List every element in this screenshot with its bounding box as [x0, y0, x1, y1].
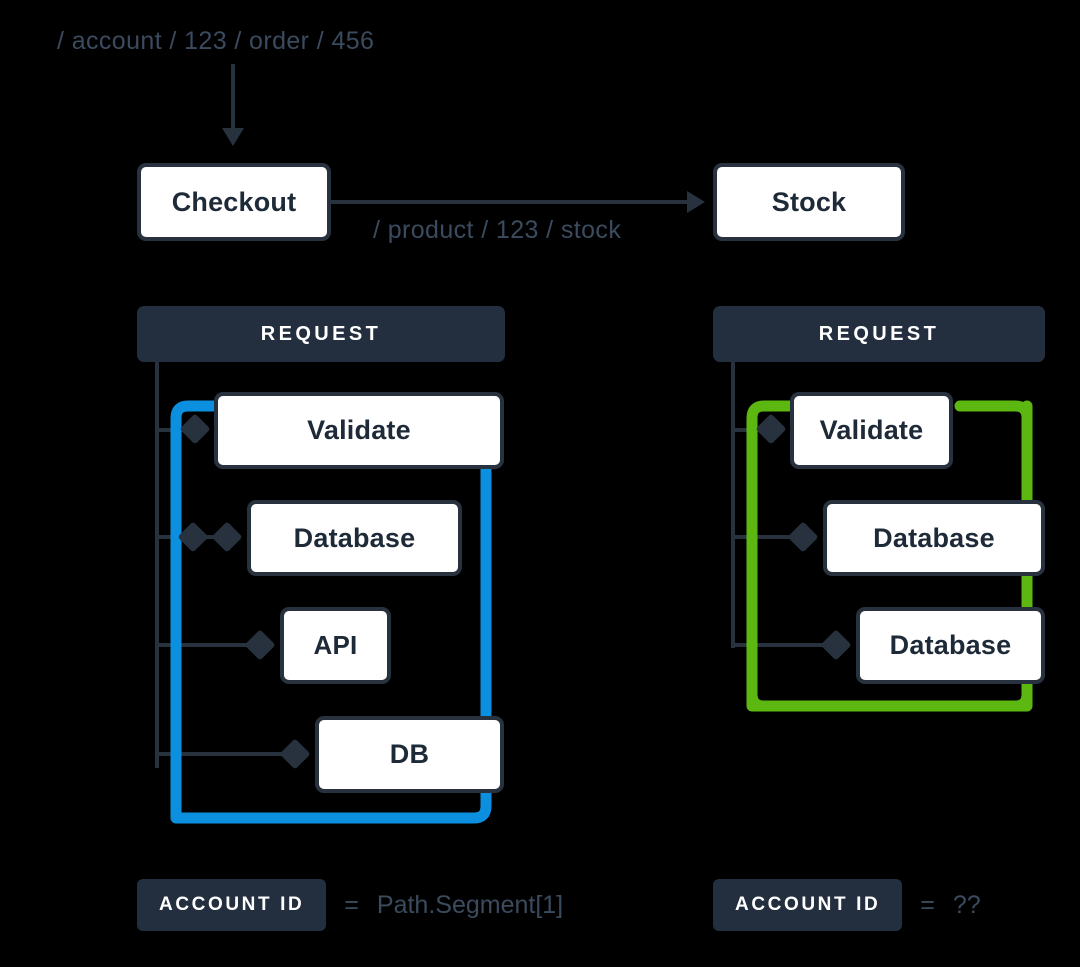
legend-equals-stock: = — [920, 890, 935, 919]
span-node-database-checkout[interactable]: Database — [247, 500, 462, 576]
legend-badge-account-id-checkout: ACCOUNT ID — [137, 879, 327, 931]
request-header-bar-checkout: REQUEST — [137, 306, 505, 362]
trace-stub-api-checkout — [155, 643, 266, 647]
trace-stub-database1-stock — [731, 535, 809, 539]
span-node-validate-stock[interactable]: Validate — [790, 392, 953, 469]
trace-stub-db-checkout — [155, 752, 301, 756]
legend-value-stock: ?? — [952, 890, 981, 919]
incoming-arrow-shaft — [231, 64, 235, 132]
arrow-right-icon — [687, 191, 705, 213]
trace-spine-stock — [731, 360, 735, 648]
service-node-checkout[interactable]: Checkout — [137, 163, 331, 241]
span-node-database1-stock[interactable]: Database — [823, 500, 1045, 576]
span-node-database2-stock[interactable]: Database — [856, 607, 1045, 684]
arrow-down-icon — [222, 128, 244, 146]
legend-row-stock: ACCOUNT ID = ?? — [713, 879, 981, 931]
span-node-validate-checkout[interactable]: Validate — [214, 392, 504, 469]
legend-equals-checkout: = — [344, 890, 359, 919]
legend-badge-account-id-stock: ACCOUNT ID — [713, 879, 903, 931]
service-node-stock[interactable]: Stock — [713, 163, 905, 241]
legend-row-checkout: ACCOUNT ID = Path.Segment[1] — [137, 879, 563, 931]
service-edge-shaft — [331, 200, 690, 204]
incoming-request-path-label: / account / 123 / order / 456 — [57, 27, 375, 55]
legend-value-checkout: Path.Segment[1] — [376, 890, 564, 919]
span-node-db-checkout[interactable]: DB — [315, 716, 504, 793]
trace-stub-database2-stock — [731, 643, 842, 647]
trace-spine-checkout — [155, 360, 159, 768]
service-edge-path-label: / product / 123 / stock — [373, 216, 622, 244]
span-node-api-checkout[interactable]: API — [280, 607, 391, 684]
request-header-bar-stock: REQUEST — [713, 306, 1045, 362]
